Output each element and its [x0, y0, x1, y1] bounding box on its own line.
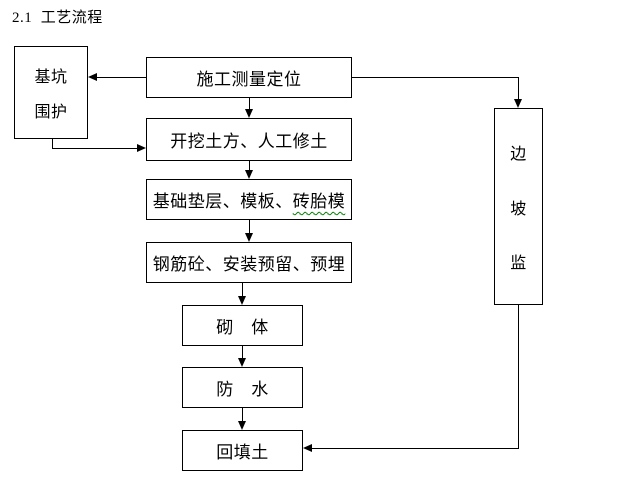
- arrowhead-right-icon: [137, 144, 146, 152]
- pit-enclosure-line1: 基坑: [34, 69, 68, 86]
- node-masonry: 砌 体: [182, 305, 303, 346]
- node-backfill-label: 回填土: [216, 443, 269, 462]
- arrowhead-down-icon: [514, 99, 522, 108]
- node-excavation: 开挖土方、人工修土: [146, 118, 352, 161]
- arrowhead-down-icon: [238, 358, 246, 367]
- connector-step3-step4-line: [249, 220, 250, 234]
- slope-monitoring-char-3: 监: [510, 255, 527, 273]
- node-pit-enclosure: 基坑 围护: [14, 46, 88, 139]
- node-cushion-formwork-label-underlined: 砖胎模: [292, 192, 346, 211]
- node-cushion-formwork: 基础垫层、模板、砖胎模: [146, 179, 352, 220]
- connector-survey-to-pit-line: [96, 77, 146, 78]
- connector-pit-to-excavation-vline: [52, 138, 53, 149]
- node-waterproofing: 防 水: [182, 367, 303, 408]
- node-rebar-concrete: 钢筋砼、安装预留、预埋: [146, 242, 352, 283]
- connector-survey-to-monitor-hline: [352, 77, 519, 78]
- node-cushion-formwork-label: 基础垫层、模板、: [152, 192, 293, 211]
- connector-pit-to-excavation-hline: [52, 148, 138, 149]
- connector-step6-step7-line: [242, 408, 243, 422]
- connector-step5-step6-line: [242, 346, 243, 359]
- connector-step1-step2-line: [249, 98, 250, 110]
- node-rebar-concrete-label: 钢筋砼、安装预留、预埋: [152, 255, 346, 274]
- node-masonry-label: 砌 体: [216, 318, 269, 337]
- arrowhead-down-icon: [238, 296, 246, 305]
- section-heading: 2.1 工艺流程: [12, 10, 103, 26]
- slope-monitoring-char-2: 坡: [510, 200, 527, 218]
- arrowhead-down-icon: [245, 109, 253, 118]
- node-survey-positioning-label: 施工测量定位: [196, 70, 302, 89]
- slope-monitoring-char-1: 边: [510, 145, 527, 163]
- arrowhead-down-icon: [245, 170, 253, 179]
- node-waterproofing-label: 防 水: [216, 380, 269, 399]
- pit-enclosure-line2: 围护: [34, 104, 68, 121]
- node-survey-positioning: 施工测量定位: [146, 57, 352, 98]
- connector-step2-step3-line: [249, 161, 250, 171]
- connector-monitor-to-backfill-vline: [518, 305, 519, 448]
- connector-step4-step5-line: [242, 283, 243, 297]
- arrowhead-left-icon: [88, 73, 97, 81]
- node-backfill: 回填土: [182, 430, 303, 471]
- arrowhead-left-icon: [303, 444, 312, 452]
- node-slope-monitoring: 边 坡 监: [494, 108, 543, 305]
- node-excavation-label: 开挖土方、人工修土: [170, 132, 328, 151]
- arrowhead-down-icon: [245, 233, 253, 242]
- arrowhead-down-icon: [238, 421, 246, 430]
- connector-survey-to-monitor-vline: [518, 77, 519, 100]
- connector-monitor-to-backfill-hline: [311, 448, 519, 449]
